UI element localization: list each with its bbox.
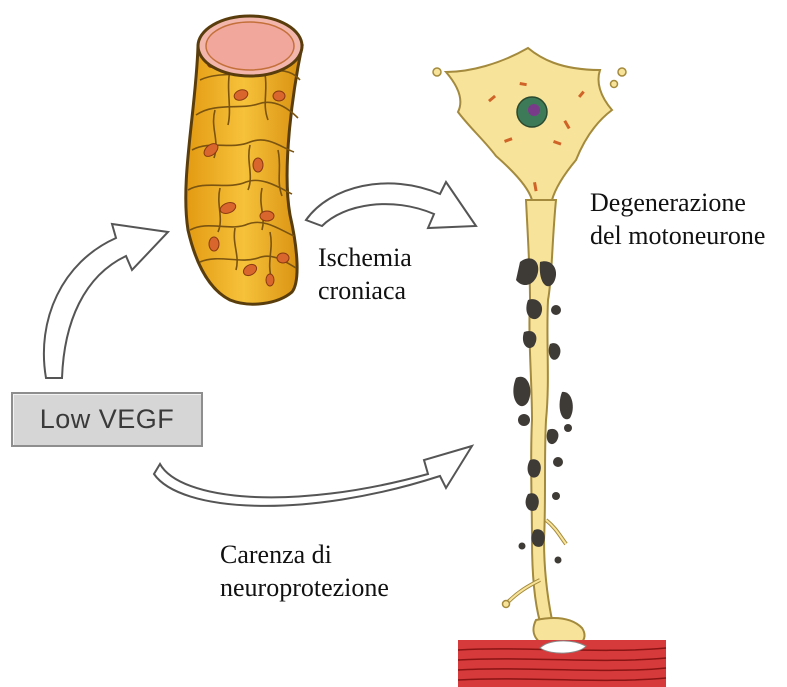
low-vegf-box: Low VEGF xyxy=(11,392,203,447)
curved-arrow-icon xyxy=(154,446,472,506)
ischemia-label: Ischemia croniaca xyxy=(318,241,412,307)
curved-arrow-icon xyxy=(44,224,168,378)
degeneration-label-line1: Degenerazione xyxy=(590,186,765,219)
ischemia-label-line2: croniaca xyxy=(318,274,412,307)
ischemia-label-line1: Ischemia xyxy=(318,241,412,274)
blood-vessel-illustration xyxy=(186,16,302,304)
motor-neuron-illustration xyxy=(433,48,626,648)
neuroprotection-label-line2: neuroprotezione xyxy=(220,571,389,604)
curved-arrow-icon xyxy=(306,182,476,228)
muscle-fiber-illustration xyxy=(458,640,666,687)
neuroprotection-label-line1: Carenza di xyxy=(220,538,389,571)
degeneration-label-line2: del motoneurone xyxy=(590,219,765,252)
neuroprotection-label: Carenza di neuroprotezione xyxy=(220,538,389,604)
degeneration-label: Degenerazione del motoneurone xyxy=(590,186,765,252)
